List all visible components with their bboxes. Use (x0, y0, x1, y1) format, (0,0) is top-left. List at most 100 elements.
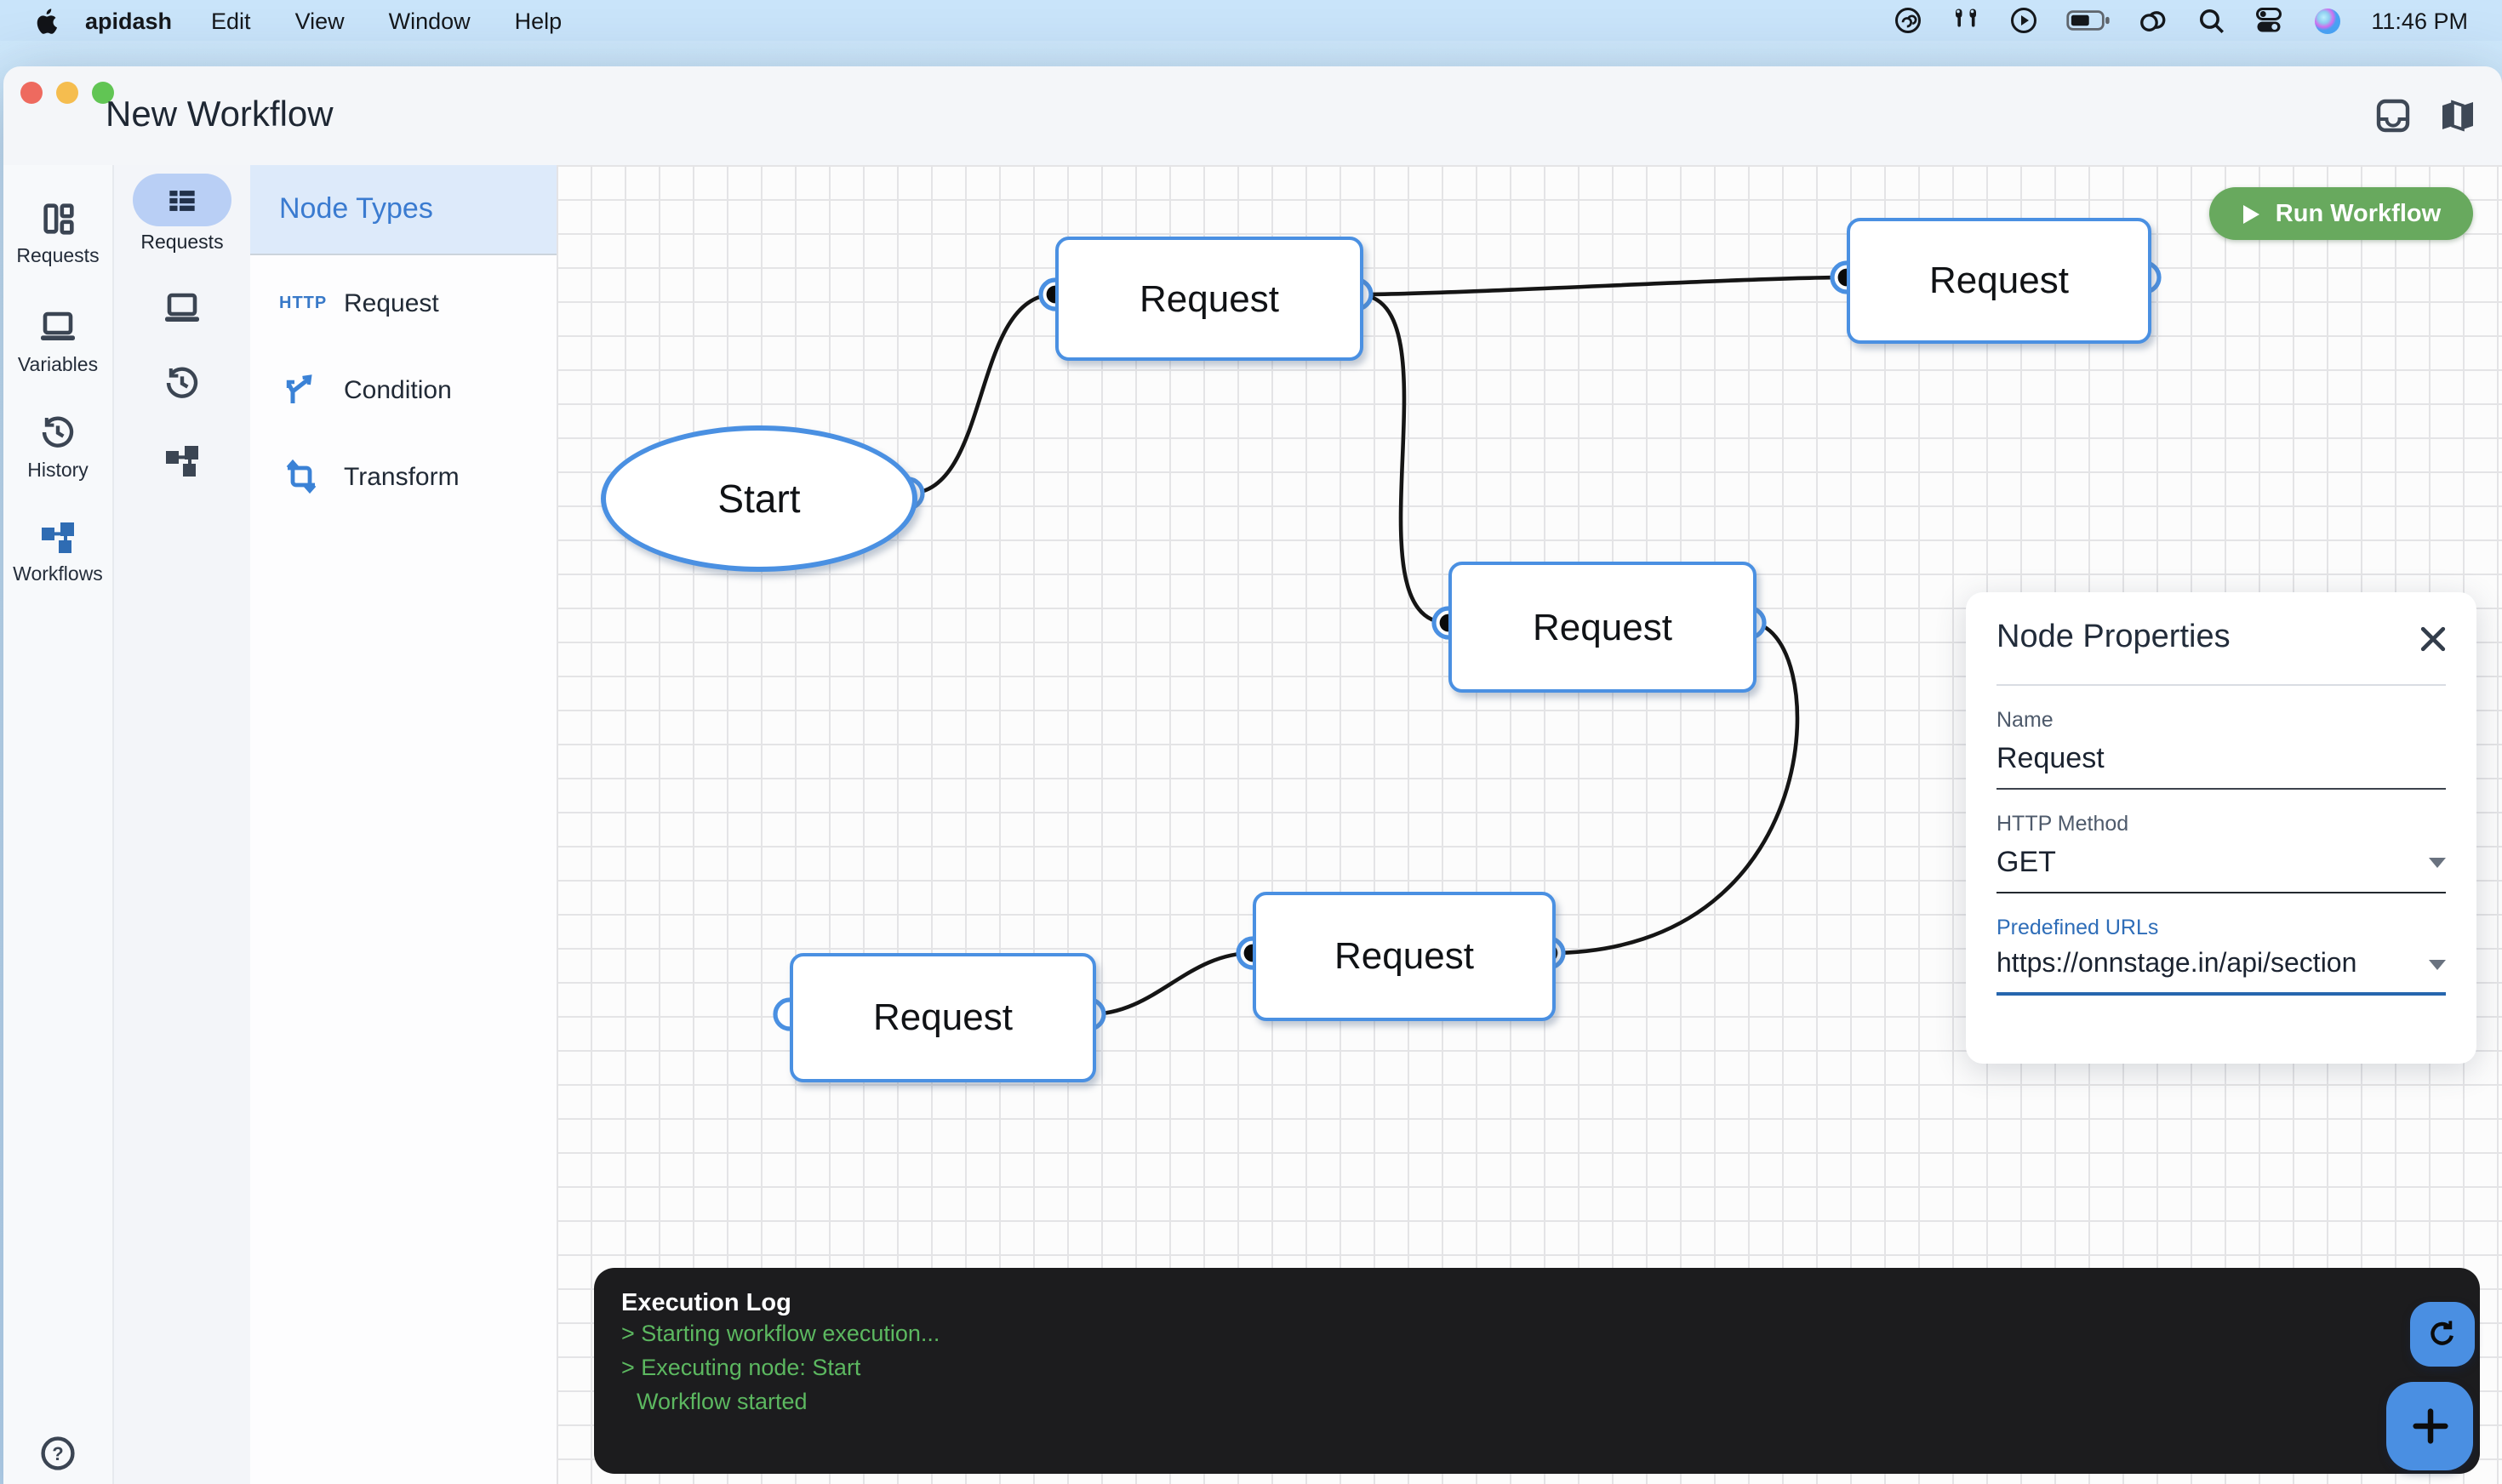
node-request-5[interactable]: Request (790, 953, 1096, 1082)
app-window: New Workflow Requests Variables (3, 66, 2502, 1484)
edge-request1-to-request3 (1357, 294, 1448, 623)
plus-icon (2408, 1404, 2452, 1448)
refresh-icon (2425, 1317, 2459, 1351)
history-icon (162, 362, 203, 403)
name-field: Name Request (1996, 708, 2446, 790)
edge-request1-to-request2 (1357, 277, 1847, 294)
menu-app-name[interactable]: apidash (85, 8, 172, 33)
secondary-sidebar: Requests (114, 165, 250, 1484)
play-icon (2242, 203, 2260, 224)
workflows-button[interactable] (114, 439, 250, 480)
add-node-button[interactable] (2386, 1382, 2473, 1470)
menu-edit[interactable]: Edit (189, 8, 273, 33)
node-label: Request (1533, 605, 1672, 649)
tray-icon[interactable] (2373, 95, 2413, 145)
sidebar-item-variables[interactable]: Variables (3, 306, 112, 376)
properties-title: Node Properties (1996, 619, 2231, 657)
laptop-icon (162, 288, 203, 328)
map-icon[interactable] (2437, 95, 2478, 145)
minimize-window-button[interactable] (56, 82, 78, 104)
log-line: > Executing node: Start (621, 1351, 2453, 1385)
node-request-2[interactable]: Request (1847, 218, 2151, 344)
chevron-down-icon (2429, 960, 2446, 970)
node-type-condition[interactable]: Condition (250, 351, 557, 429)
menu-clock[interactable]: 11:46 PM (2371, 8, 2468, 33)
siri-icon[interactable] (2311, 4, 2344, 37)
http-method-field: HTTP Method GET (1996, 812, 2446, 893)
predefined-urls-value: https://onnstage.in/api/section (1996, 950, 2356, 980)
help-button[interactable]: ? (3, 1433, 112, 1474)
sidebar-item-workflows[interactable]: Workflows (3, 516, 112, 585)
menu-bar: apidash Edit View Window Help (0, 0, 2502, 41)
node-label: Request (1334, 934, 1474, 979)
node-type-label: Transform (344, 462, 460, 491)
node-type-request[interactable]: HTTP Request (250, 264, 557, 342)
sidebar-item-requests[interactable]: Requests (3, 199, 112, 267)
predefined-urls-select[interactable]: https://onnstage.in/api/section (1996, 950, 2446, 996)
menu-view[interactable]: View (273, 8, 367, 33)
history-button[interactable] (114, 362, 250, 403)
requests-pill-label: Requests (114, 233, 250, 254)
node-request-3[interactable]: Request (1448, 562, 1757, 693)
node-types-panel: Node Types HTTP Request Condition Transf… (250, 165, 558, 1484)
node-type-label: Request (344, 288, 439, 317)
node-properties-panel: Node Properties Name Request HTTP Method… (1966, 592, 2476, 1064)
requests-pill-button[interactable] (133, 174, 231, 226)
http-method-select[interactable]: GET (1996, 846, 2446, 893)
control-center-icon[interactable] (2254, 5, 2284, 36)
node-label: Request (1929, 259, 2069, 303)
refresh-button[interactable] (2410, 1302, 2475, 1367)
node-request-1[interactable]: Request (1055, 237, 1363, 361)
node-type-transform[interactable]: Transform (250, 437, 557, 516)
http-badge: HTTP (279, 294, 323, 312)
node-request-4[interactable]: Request (1253, 892, 1556, 1021)
transform-crop-icon (279, 456, 323, 497)
sidebar-item-label: Workflows (13, 565, 103, 585)
close-icon[interactable] (2420, 625, 2446, 651)
close-window-button[interactable] (20, 82, 43, 104)
apple-icon (32, 6, 58, 35)
laptop-icon (37, 306, 78, 347)
page-title: New Workflow (106, 95, 334, 136)
environments-button[interactable] (114, 288, 250, 328)
condition-branch-icon (279, 369, 323, 410)
node-types-title: Node Types (279, 192, 433, 226)
history-icon (37, 412, 78, 453)
predefined-urls-label: Predefined URLs (1996, 916, 2446, 939)
node-label: Request (1140, 277, 1279, 321)
run-workflow-button[interactable]: Run Workflow (2209, 187, 2473, 240)
run-workflow-label: Run Workflow (2276, 200, 2441, 227)
node-type-label: Condition (344, 375, 452, 404)
workflow-tree-icon (162, 439, 203, 480)
creative-cloud-icon[interactable] (1893, 5, 1923, 36)
sidebar-item-label: History (27, 461, 89, 482)
http-method-value: GET (1996, 846, 2056, 880)
edge-start-to-request1 (908, 294, 1055, 494)
name-input[interactable]: Request (1996, 742, 2446, 790)
apple-menu[interactable] (0, 6, 85, 35)
log-line: Workflow started (621, 1385, 2453, 1419)
node-label: Start (717, 476, 800, 522)
chevron-down-icon (2429, 858, 2446, 868)
node-start[interactable]: Start (601, 425, 917, 572)
title-bar: New Workflow (3, 66, 2502, 165)
handoff-link-icon[interactable] (2138, 6, 2170, 35)
primary-sidebar: Requests Variables History Workflows ? (3, 165, 114, 1484)
workflow-canvas[interactable]: Start Request Request Request Request Re… (557, 165, 2502, 1484)
http-method-label: HTTP Method (1996, 812, 2446, 836)
spotlight-search-icon[interactable] (2197, 6, 2226, 35)
execution-log-panel: Execution Log > Starting workflow execut… (594, 1268, 2480, 1474)
battery-icon[interactable] (2066, 9, 2111, 32)
list-icon (163, 181, 201, 219)
sidebar-item-label: Requests (16, 247, 99, 267)
menu-help[interactable]: Help (493, 8, 585, 33)
node-types-header: Node Types (250, 165, 557, 255)
edge-request5-to-request4 (1089, 953, 1253, 1014)
airpods-icon[interactable] (1951, 5, 1981, 36)
menu-window[interactable]: Window (367, 8, 493, 33)
play-circle-icon[interactable] (2008, 5, 2039, 36)
name-label: Name (1996, 708, 2446, 732)
sidebar-item-history[interactable]: History (3, 412, 112, 482)
traffic-lights (20, 82, 114, 104)
